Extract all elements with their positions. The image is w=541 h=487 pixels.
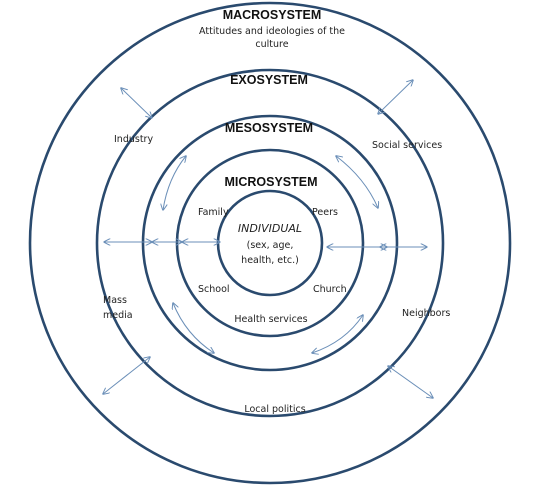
label-neighbors: Neighbors <box>402 308 450 319</box>
label-mass-media-line1: Mass <box>103 295 127 306</box>
arrow-mass-media <box>103 357 150 394</box>
label-mass-media-line2: media <box>103 310 133 321</box>
arrow-curve-top-right <box>336 156 378 208</box>
label-local-politics: Local politics <box>244 404 305 415</box>
label-peers: Peers <box>312 207 338 218</box>
label-health-services: Health services <box>234 314 307 325</box>
arrow-social-services <box>378 80 413 114</box>
exosystem-ring <box>95 68 445 418</box>
macrosystem-title: MACROSYSTEM <box>223 8 322 22</box>
arrow-curve-bottom-right <box>312 315 363 353</box>
arrow-curve-bottom-left <box>173 303 214 353</box>
macrosystem-desc-line1: Attitudes and ideologies of the <box>199 26 345 37</box>
microsystem-title: MICROSYSTEM <box>224 175 317 189</box>
macrosystem-ring <box>28 1 512 485</box>
label-school: School <box>198 284 230 295</box>
label-family: Family <box>198 207 229 218</box>
individual-title: INDIVIDUAL <box>238 222 302 235</box>
arrow-industry <box>121 88 152 118</box>
label-social-services: Social services <box>372 140 442 151</box>
label-church: Church <box>313 284 347 295</box>
arrow-curve-top-left <box>163 156 186 210</box>
macrosystem-desc-line2: culture <box>255 39 288 50</box>
individual-line3: health, etc.) <box>241 255 299 266</box>
mesosystem-title: MESOSYSTEM <box>225 121 313 135</box>
label-industry: Industry <box>114 134 153 145</box>
exosystem-title: EXOSYSTEM <box>230 73 308 87</box>
arrow-neighbors <box>388 366 433 398</box>
individual-line2: (sex, age, <box>247 240 294 251</box>
